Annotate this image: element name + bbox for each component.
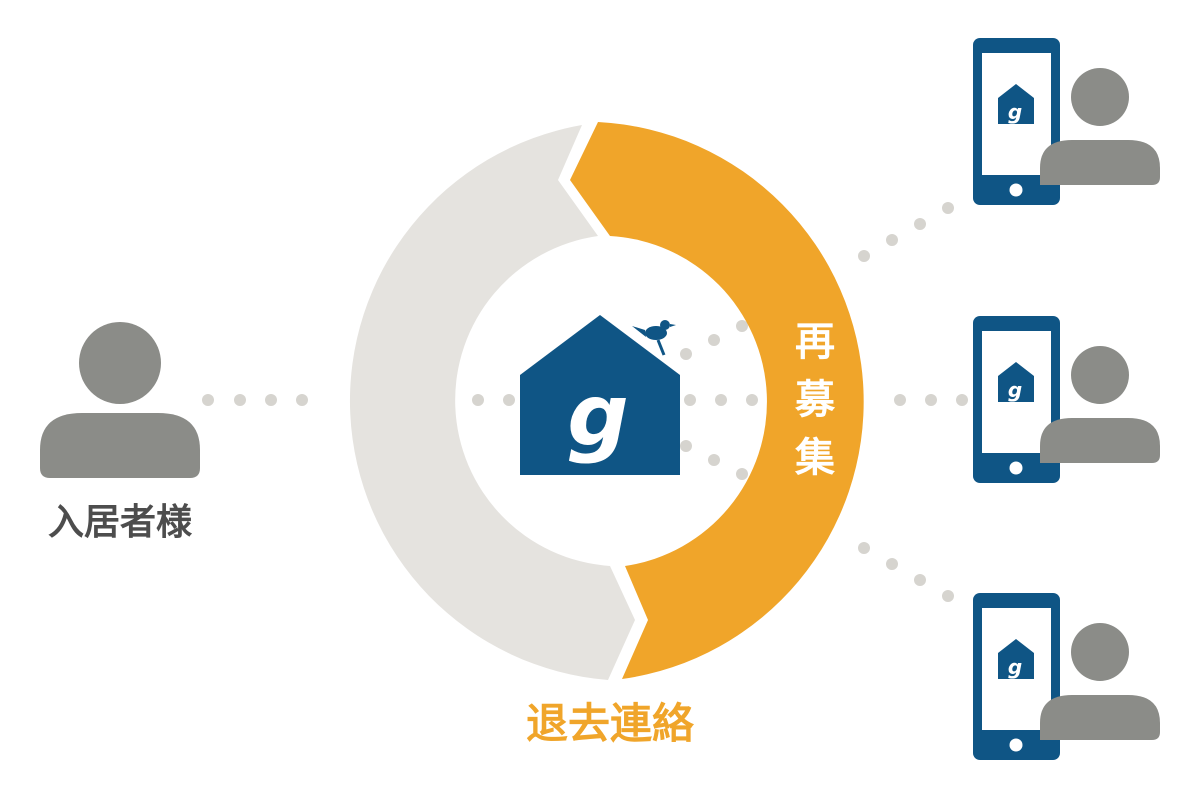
connector-left: [202, 394, 515, 406]
mini-logo-glyph: g: [1008, 378, 1022, 402]
re-recruit-char-1: 再: [795, 319, 835, 365]
connector-upper: [680, 202, 954, 360]
resident-person-icon: [40, 322, 200, 478]
vacate-notice-label: 退去連絡: [526, 699, 695, 748]
re-recruit-char-3: 集: [794, 435, 835, 481]
smartphone-icon: g: [973, 316, 1060, 483]
smartphone-icon: g: [973, 38, 1060, 205]
re-recruit-label: 再 募 集: [794, 319, 836, 481]
re-recruit-char-2: 募: [794, 377, 836, 423]
cycle-ring: [349, 122, 864, 680]
person-silhouette-icon: [1040, 623, 1160, 740]
brand-glyph: g: [567, 366, 629, 466]
mini-logo-glyph: g: [1008, 100, 1022, 124]
resident-label: 入居者様: [48, 502, 193, 543]
phone-user-group-2: g: [973, 316, 1160, 483]
connector-center-right: [684, 394, 968, 406]
phone-user-group-3: g: [973, 593, 1160, 760]
house-logo-icon: g: [520, 315, 680, 475]
phone-user-group-1: g: [973, 38, 1160, 205]
mini-logo-glyph: g: [1008, 655, 1022, 679]
connector-lower: [680, 440, 954, 602]
ring-segment-orange: [570, 122, 864, 679]
dotted-connectors: [202, 202, 968, 602]
smartphone-icon: g: [973, 593, 1060, 760]
person-silhouette-icon: [1040, 346, 1160, 463]
person-silhouette-icon: [1040, 68, 1160, 185]
ring-segment-gray: [349, 125, 635, 680]
